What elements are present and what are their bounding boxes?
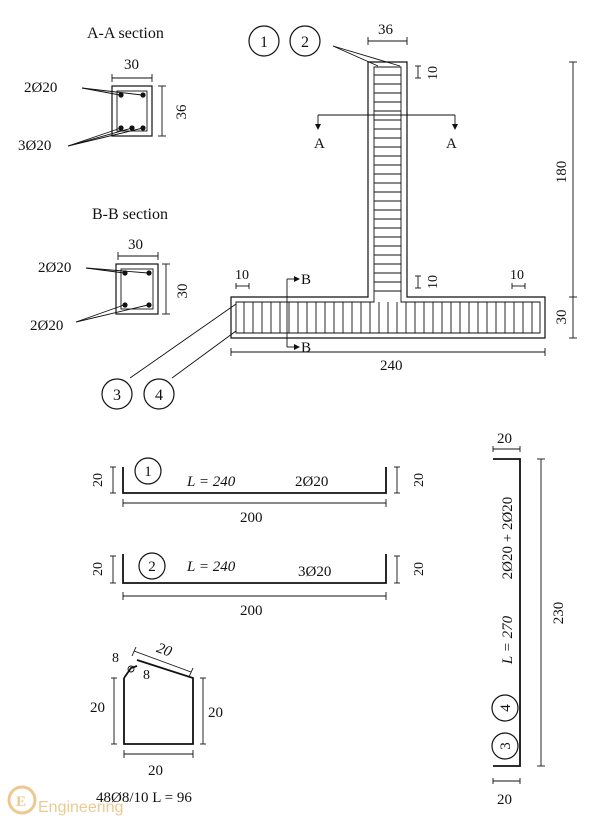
bar-2-left-hook-dim: 20 (91, 562, 106, 576)
svg-text:E: E (16, 794, 26, 810)
stirrup-bottom-dim: 20 (148, 763, 163, 779)
svg-text:1: 1 (260, 34, 268, 51)
bar-1-straight-dim: 200 (240, 510, 263, 526)
bar-1-length: L = 240 (186, 474, 236, 490)
bar-1-shape (122, 467, 387, 494)
svg-text:3: 3 (113, 387, 121, 404)
bar-2-length: L = 240 (186, 559, 236, 575)
stirrup-left-dim: 20 (90, 700, 105, 716)
bar-marker-2 (289, 25, 321, 57)
bar-1-schedule: 20 20 1 L = 240 2Ø20 200 (91, 457, 427, 526)
bar-marker-4 (143, 378, 175, 410)
t-frame-outline (230, 61, 546, 339)
top-cover-dim: 10 (426, 66, 441, 80)
cut-a-right-label: A (446, 136, 457, 152)
section-aa-width: 30 (124, 57, 139, 73)
bar-2-schedule: 20 20 2 L = 240 3Ø20 200 (91, 552, 427, 619)
svg-text:4: 4 (155, 387, 163, 404)
column-width-dim: 36 (378, 22, 394, 38)
svg-text:1: 1 (144, 464, 152, 480)
stirrup-shape (123, 659, 194, 745)
section-aa-top-bars: 2Ø20 (24, 80, 57, 96)
section-aa: A-A section 30 36 2Ø20 3Ø20 (18, 25, 190, 154)
cut-b-top-label: B (301, 272, 311, 288)
watermark-text: Engineering (38, 799, 123, 816)
bar-34-top-dim: 20 (497, 431, 512, 447)
bar-3-mark (491, 732, 519, 760)
section-bb-height: 30 (175, 284, 191, 299)
svg-text:4: 4 (498, 704, 514, 712)
svg-text:2: 2 (301, 34, 309, 51)
section-bb: B-B section 30 30 2Ø20 2Ø20 (30, 206, 191, 334)
stirrup-hook-length: 20 (154, 640, 174, 660)
elevation: 1 2 36 10 A A B (101, 22, 577, 410)
column-stirrups (374, 74, 401, 292)
bar-34-total-dim: 230 (551, 602, 567, 625)
beam-stirrups (243, 302, 533, 333)
bar-2-shape (122, 554, 387, 584)
stirrup-schedule: 20 8 8 20 20 20 48Ø8/10 L = 96 (90, 640, 223, 806)
stirrup-right-dim: 20 (208, 705, 223, 721)
beam-left-cover-dim: 10 (235, 268, 249, 283)
svg-text:2: 2 (148, 559, 156, 575)
beam-length-dim: 240 (380, 358, 403, 374)
t-frame-reinforcement (235, 66, 541, 334)
stirrup-spec: 48Ø8/10 L = 96 (96, 790, 192, 806)
column-height-dim: 180 (554, 161, 570, 184)
bar-marker-3 (101, 378, 133, 410)
bar-1-mark (134, 457, 162, 485)
cut-b-bottom-label: B (301, 340, 311, 356)
bar-2-straight-dim: 200 (240, 603, 263, 619)
section-aa-title: A-A section (87, 25, 164, 42)
bar-34-spec: 2Ø20 + 2Ø20 (500, 497, 516, 580)
bar-marker-1 (248, 25, 280, 57)
bar-34-shape (493, 458, 521, 767)
svg-text:3: 3 (498, 742, 514, 750)
stirrup-hook-b: 8 (143, 668, 150, 683)
section-bb-top-bars: 2Ø20 (38, 260, 71, 276)
bar-4-mark (491, 694, 519, 722)
bar-1-spec: 2Ø20 (295, 474, 328, 490)
section-bb-bottom-bars: 2Ø20 (30, 318, 63, 334)
bar-34-bottom-dim: 20 (497, 792, 512, 808)
section-bb-width: 30 (128, 237, 143, 253)
bar-34-schedule: 20 2Ø20 + 2Ø20 L = 270 4 3 230 20 (491, 431, 567, 808)
stirrup-hook-a: 8 (112, 651, 119, 666)
section-bb-title: B-B section (92, 206, 168, 223)
bar-2-right-hook-dim: 20 (412, 562, 427, 576)
bar-1-right-hook-dim: 20 (412, 473, 427, 487)
bar-1-left-hook-dim: 20 (91, 473, 106, 487)
watermark-icon (7, 785, 37, 815)
section-aa-bottom-bars: 3Ø20 (18, 138, 51, 154)
beam-depth-dim: 30 (554, 310, 570, 325)
section-aa-height: 36 (174, 104, 190, 120)
watermark-logo: E Engineering (7, 785, 123, 816)
beam-mid-cover-dim: 10 (426, 275, 441, 289)
bar-34-length: L = 270 (500, 615, 516, 665)
bar-2-spec: 3Ø20 (298, 564, 331, 580)
cut-a-left-label: A (314, 136, 325, 152)
beam-right-cover-dim: 10 (510, 268, 524, 283)
bar-2-mark (138, 552, 166, 580)
